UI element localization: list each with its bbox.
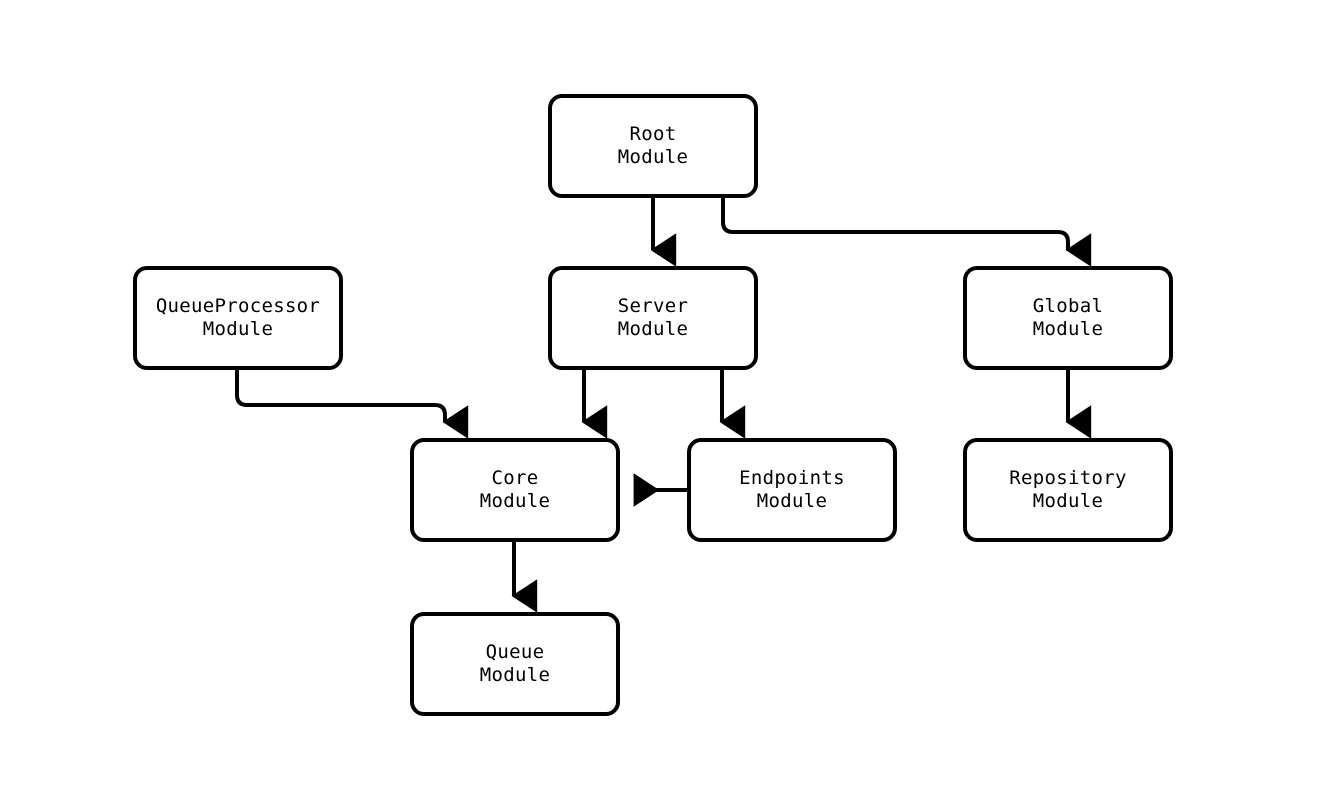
node-root-line2: Module [617,146,689,168]
node-global-line1: Global [1032,295,1104,317]
node-queueprocessor[interactable]: QueueProcessor Module [133,266,343,370]
node-server-line1: Server [617,295,689,317]
edge-root-global [721,198,1092,267]
node-core-line1: Core [491,467,539,489]
edge-queueprocessor-core [235,370,469,439]
node-server-line2: Module [617,318,689,340]
node-repository-line1: Repository [1009,467,1127,489]
node-global[interactable]: Global Module [963,266,1173,370]
node-core[interactable]: Core Module [410,438,620,542]
node-repository-line2: Module [1032,490,1104,512]
node-global-line2: Module [1032,318,1104,340]
node-endpoints[interactable]: Endpoints Module [687,438,897,542]
node-queue-line1: Queue [485,641,545,663]
node-endpoints-line1: Endpoints [739,467,845,489]
node-queue[interactable]: Queue Module [410,612,620,716]
node-server[interactable]: Server Module [548,266,758,370]
node-queue-line2: Module [479,664,551,686]
node-core-line2: Module [479,490,551,512]
node-queueprocessor-line1: QueueProcessor [155,295,321,317]
node-root-line1: Root [629,123,677,145]
node-endpoints-line2: Module [756,490,828,512]
node-repository[interactable]: Repository Module [963,438,1173,542]
node-root[interactable]: Root Module [548,94,758,198]
node-queueprocessor-line2: Module [202,318,274,340]
